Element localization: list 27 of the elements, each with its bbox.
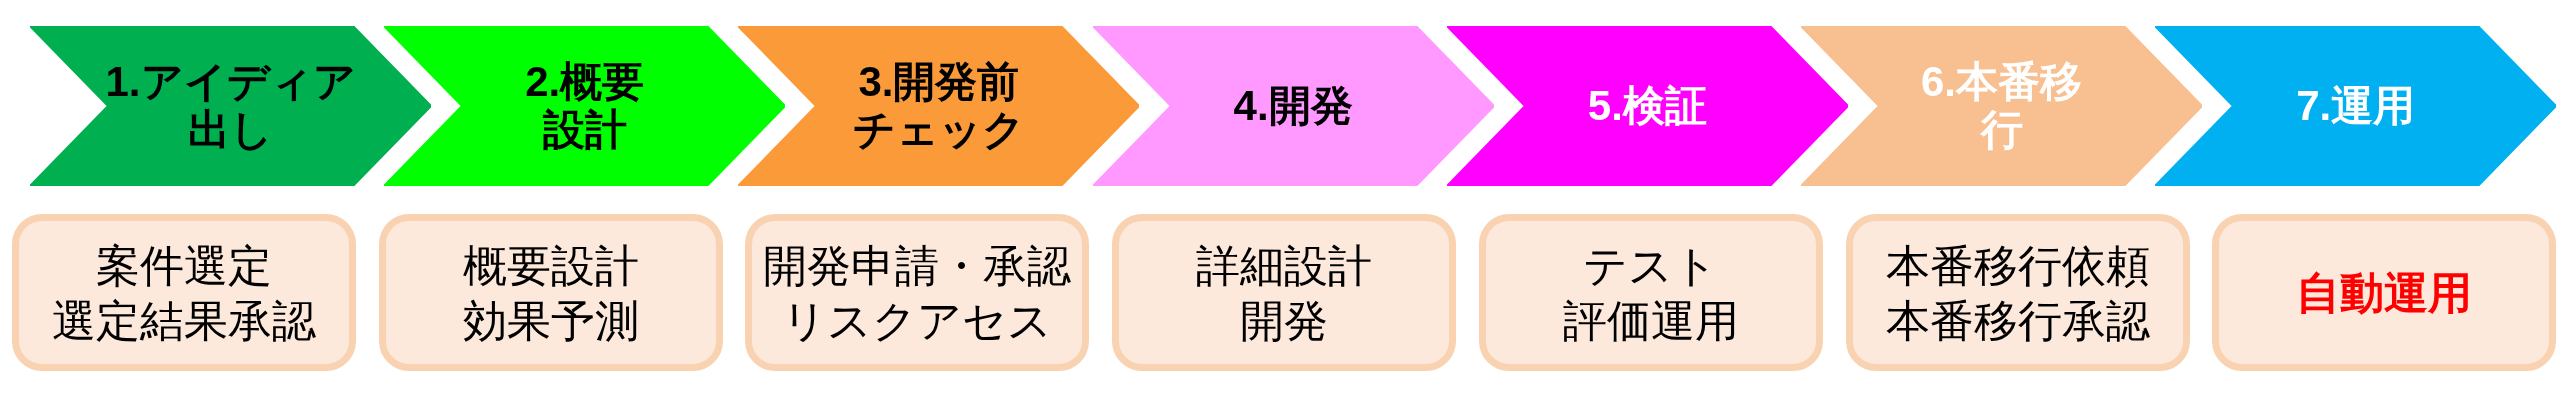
task-box [745,214,1090,371]
task-box [12,214,356,371]
task-text: 自動運用 [2296,267,2473,319]
step-title: 2.概要設計 [524,58,646,154]
task-box [1478,214,1823,371]
step-title: 1.アイディア出し [104,58,357,154]
step-title: 7.運用 [2295,82,2417,130]
step-title: 5.検証 [1586,82,1708,130]
task-text: テスト [1583,239,1719,292]
task-box [1112,214,1457,371]
task-text: 選定結果承認 [52,294,316,347]
step-title: 6.本番移行 [1920,58,2083,154]
task-box [1845,214,2190,371]
task-text: リスクアセス [782,294,1053,347]
task-text: 開発申請・承認 [763,239,1072,292]
task-box [2212,214,2557,371]
task-text: 開発 [1240,294,1329,347]
step-title: 4.開発 [1232,82,1354,130]
task-text: 概要設計 [462,239,639,292]
step-title: 3.開発前チェック [851,58,1026,154]
task-text: 本番移行依頼 [1885,239,2150,292]
task-text: 詳細設計 [1196,239,1373,292]
task-text: 本番移行承認 [1885,294,2150,347]
task-text: 案件選定 [96,239,272,292]
task-text: 評価運用 [1562,294,1739,347]
task-box [378,214,723,371]
task-text: 効果予測 [462,294,639,347]
